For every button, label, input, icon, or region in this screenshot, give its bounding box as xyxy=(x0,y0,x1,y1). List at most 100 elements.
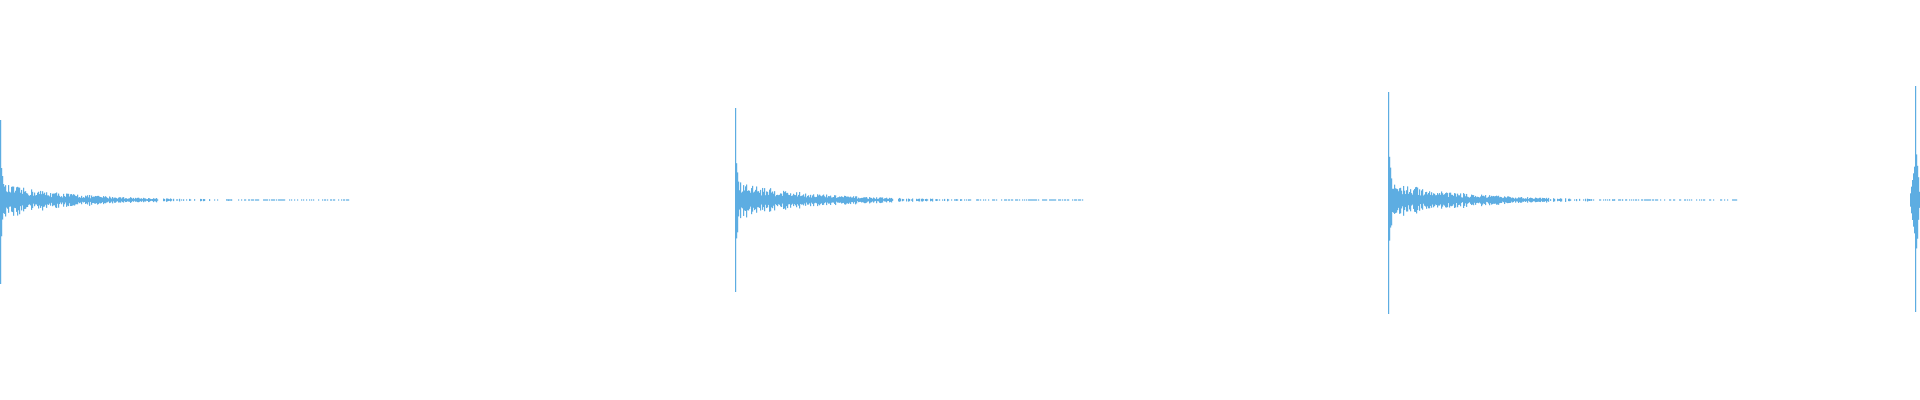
waveform-sample xyxy=(791,195,793,205)
waveform-sample xyxy=(773,193,775,206)
waveform-sample xyxy=(1439,193,1441,206)
waveform-sample xyxy=(789,195,791,205)
waveform-sample xyxy=(764,188,766,212)
waveform-sample xyxy=(890,198,892,202)
waveform-sample xyxy=(957,199,959,201)
waveform-sample xyxy=(75,195,77,205)
waveform-sample xyxy=(1614,199,1616,201)
waveform-sample xyxy=(1058,199,1060,201)
waveform-sample xyxy=(53,193,55,206)
waveform-sample xyxy=(1557,198,1559,202)
waveform-sample xyxy=(1437,193,1439,208)
waveform-sample xyxy=(6,191,8,208)
waveform-sample xyxy=(740,182,742,219)
waveform-sample xyxy=(1505,197,1507,203)
waveform-sample xyxy=(1482,195,1484,205)
waveform-sample xyxy=(1,168,3,237)
waveform-sample xyxy=(1072,199,1074,201)
waveform-sample xyxy=(1469,197,1471,203)
waveform-sample xyxy=(869,197,871,204)
waveform-sample xyxy=(1619,199,1621,201)
waveform-sample xyxy=(1519,197,1521,202)
waveform-sample xyxy=(91,195,93,205)
waveform-sample xyxy=(231,199,233,201)
waveform-sample xyxy=(1500,196,1502,203)
waveform-sample xyxy=(1499,197,1501,204)
waveform-sample xyxy=(787,192,789,209)
waveform-sample xyxy=(1560,198,1562,202)
waveform-sample xyxy=(1425,192,1427,207)
waveform-sample xyxy=(881,197,883,203)
waveform-sample xyxy=(139,198,141,202)
waveform-sample xyxy=(782,195,784,204)
waveform-sample xyxy=(32,191,34,209)
waveform-sample xyxy=(755,189,757,210)
waveform-sample xyxy=(1466,193,1468,207)
waveform-sample xyxy=(29,195,31,205)
waveform-sample xyxy=(136,198,138,202)
waveform-sample xyxy=(112,196,114,204)
waveform-sample xyxy=(783,190,785,210)
waveform-sample xyxy=(748,190,750,211)
waveform-sample xyxy=(1724,199,1726,201)
waveform-sample xyxy=(1532,198,1534,202)
waveform-sample xyxy=(883,199,885,201)
waveform-sample xyxy=(804,196,806,204)
waveform-sample xyxy=(1448,196,1450,204)
waveform-sample xyxy=(977,199,979,201)
waveform-sample xyxy=(1497,196,1499,205)
waveform-sample xyxy=(1541,199,1543,201)
waveform-sample xyxy=(821,196,823,204)
waveform-sample xyxy=(69,196,71,204)
waveform-sample xyxy=(93,196,95,204)
waveform-sample xyxy=(785,191,787,210)
waveform-sample xyxy=(902,198,904,202)
waveform-sample xyxy=(891,197,893,203)
waveform-sample xyxy=(155,198,157,202)
waveform-sample xyxy=(1038,199,1040,201)
waveform-sample xyxy=(1080,199,1082,201)
waveform-sample xyxy=(1607,199,1609,201)
waveform-sample xyxy=(1471,194,1473,206)
waveform-sample xyxy=(874,198,876,202)
waveform-sample xyxy=(854,197,856,202)
waveform-sample xyxy=(1419,189,1421,211)
waveform-sample xyxy=(757,191,759,208)
waveform-sample xyxy=(245,199,247,201)
waveform-sample xyxy=(777,194,779,207)
waveform-sample xyxy=(36,194,38,205)
waveform-sample xyxy=(18,187,20,211)
waveform-sample xyxy=(978,199,980,201)
waveform-sample xyxy=(1461,197,1463,203)
waveform-sample xyxy=(1490,196,1492,204)
waveform-sample xyxy=(274,199,276,201)
waveform-sample xyxy=(1635,199,1637,201)
waveform-sample xyxy=(238,199,240,201)
waveform-sample xyxy=(9,191,11,207)
waveform-sample xyxy=(157,199,159,201)
waveform-sample xyxy=(1059,199,1061,201)
waveform-sample xyxy=(1464,194,1466,206)
waveform-sample xyxy=(1508,196,1510,204)
waveform-sample xyxy=(1512,197,1514,203)
waveform-sample xyxy=(749,190,751,209)
waveform-sample xyxy=(1633,199,1635,201)
waveform-sample xyxy=(1650,199,1652,201)
waveform-sample xyxy=(1524,198,1526,202)
waveform-sample xyxy=(1605,199,1607,201)
waveform-sample xyxy=(1078,199,1080,201)
waveform-sample xyxy=(1528,198,1530,201)
waveform-sample xyxy=(836,197,838,202)
waveform-sample xyxy=(228,199,230,201)
waveform-sample xyxy=(1390,167,1392,228)
waveform-sample xyxy=(887,198,889,202)
waveform-sample xyxy=(1535,197,1537,203)
waveform-sample xyxy=(838,197,840,203)
waveform-sample xyxy=(1432,195,1434,205)
waveform-sample xyxy=(768,194,770,205)
waveform-sample xyxy=(1670,199,1672,201)
waveform-sample xyxy=(1418,194,1420,206)
waveform-sample xyxy=(137,197,139,203)
waveform-sample xyxy=(1409,192,1411,210)
waveform-sample xyxy=(1493,195,1495,204)
